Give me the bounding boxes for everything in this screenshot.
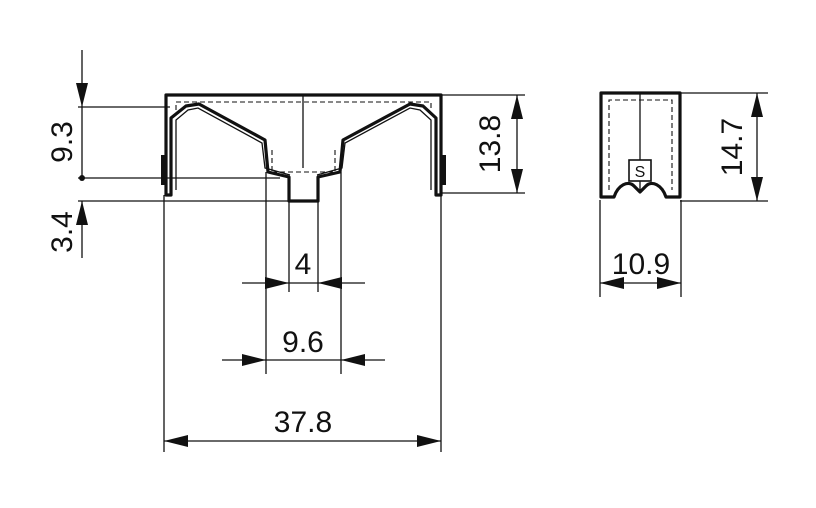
front-inner-wall (175, 107, 432, 190)
dim-upper-height-label: 9.3 (46, 121, 79, 163)
dimension-lines (76, 50, 763, 447)
s-mark-box (628, 159, 652, 182)
dim-side-height-label: 14.7 (716, 118, 749, 176)
s-mark-letter: S (635, 164, 646, 181)
dim-side-width-label: 10.9 (612, 248, 670, 281)
left-clip (161, 155, 166, 185)
right-clip (441, 155, 446, 185)
dim-datum-point (79, 175, 85, 181)
dim-inner-span-label: 9.6 (282, 326, 324, 359)
side-outline (599, 91, 682, 199)
dim-tab-width-label: 4 (295, 248, 312, 281)
front-view (161, 93, 446, 203)
dimension-labels: 37.8 9.6 4 10.9 9.3 3.4 13.8 14.7 (46, 115, 749, 439)
dim-body-height-label: 13.8 (474, 115, 507, 173)
side-view: S (599, 91, 682, 199)
dim-tab-height-label: 3.4 (46, 211, 79, 253)
dim-overall-width-label: 37.8 (274, 406, 332, 439)
front-outline (164, 93, 443, 203)
front-hidden-cavity (175, 101, 432, 173)
